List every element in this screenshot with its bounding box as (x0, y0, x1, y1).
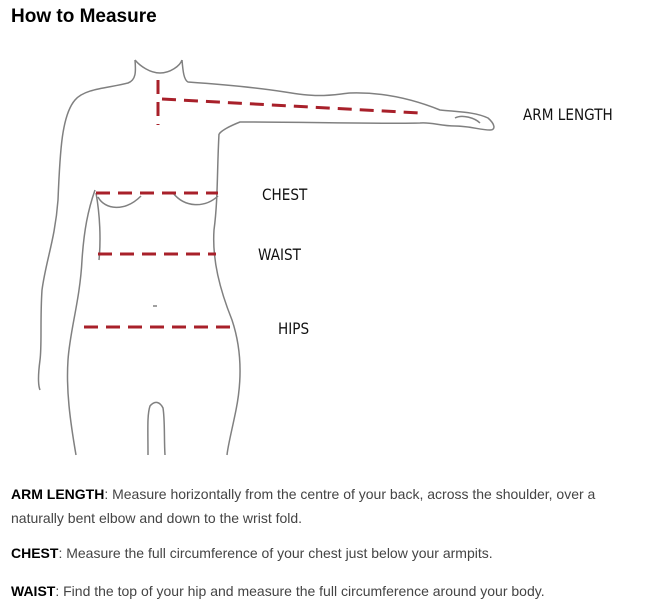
description-text: : Measure horizontally from the centre o… (11, 486, 596, 526)
leg-gap (147, 401, 166, 456)
hips-label: HIPS (278, 319, 310, 338)
description-term: CHEST (11, 545, 59, 561)
hand-outline (454, 115, 481, 124)
chest-description: CHEST: Measure the full circumference of… (11, 541, 651, 565)
neck-outline (134, 59, 183, 74)
chest-right-curve (172, 192, 219, 206)
page-title: How to Measure (11, 6, 157, 27)
arm-length-dash (161, 97, 421, 115)
waist-label: WAIST (258, 245, 301, 264)
inner-left-arm (66, 189, 96, 456)
arm-length-label: ARM LENGTH (523, 105, 613, 124)
arm-length-description: ARM LENGTH: Measure horizontally from th… (11, 482, 651, 530)
chest-left-curve (97, 195, 142, 209)
chest-label: CHEST (262, 185, 308, 204)
body-right-outline (212, 133, 241, 456)
body-left-outline (37, 59, 137, 391)
waist-description: WAIST: Find the top of your hip and meas… (11, 579, 651, 603)
description-text: : Measure the full circumference of your… (58, 545, 493, 561)
description-term: ARM LENGTH (11, 486, 105, 502)
description-term: WAIST (11, 583, 56, 599)
inner-left-arm-edge (95, 192, 101, 261)
body-figure-illustration (37, 59, 495, 456)
arm-top-outline (181, 59, 495, 135)
description-text: : Find the top of your hip and measure t… (55, 583, 545, 599)
